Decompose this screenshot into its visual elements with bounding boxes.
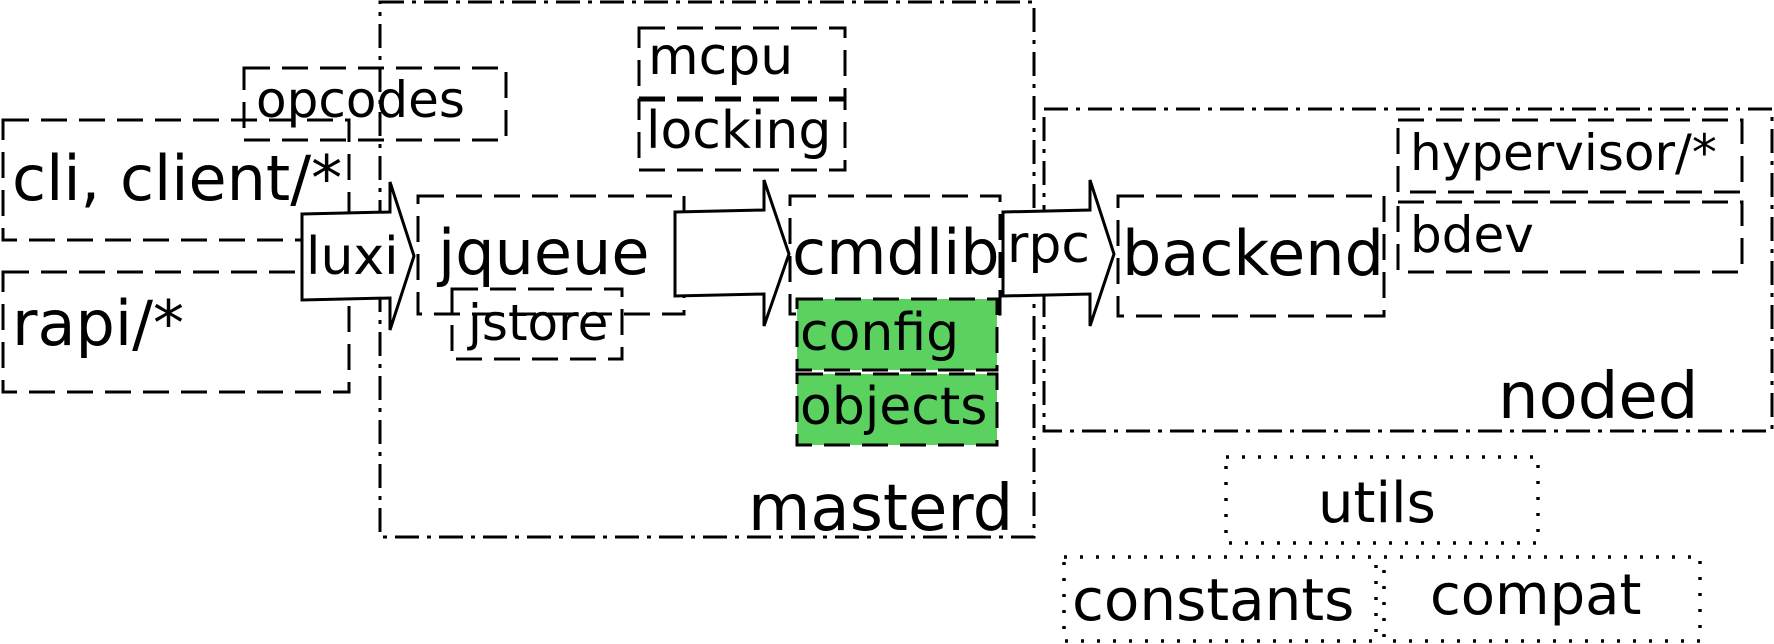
- config-box: [795, 297, 999, 372]
- constants-label: constants: [1072, 566, 1354, 634]
- cli-client-label: cli, client/*: [12, 142, 342, 215]
- locking-label: locking: [646, 101, 831, 161]
- utils-label: utils: [1318, 471, 1436, 536]
- cmdlib-label: cmdlib: [792, 216, 1000, 289]
- cli-client-box: [1, 118, 351, 242]
- config-label: config: [800, 303, 959, 363]
- backend-label: backend: [1122, 217, 1384, 290]
- noded-label: noded: [1498, 360, 1698, 434]
- rpc-label: rpc: [1007, 215, 1090, 275]
- bdev-label: bdev: [1410, 206, 1534, 264]
- hypervisor-label: hypervisor/*: [1410, 124, 1717, 182]
- bdev-box: [1396, 200, 1744, 274]
- utils-box: [1224, 455, 1540, 545]
- jstore-box: [450, 287, 624, 361]
- cmdlib-arrow: [673, 179, 791, 327]
- masterd-container: [378, 0, 1036, 539]
- opcodes-label: opcodes: [256, 71, 465, 129]
- constants-box: [1062, 555, 1378, 643]
- jstore-label: jstore: [467, 294, 608, 352]
- objects-label: objects: [800, 377, 987, 437]
- masterd-label: masterd: [748, 472, 1013, 546]
- luxi-label: luxi: [306, 227, 399, 287]
- objects-box: [795, 372, 999, 447]
- jqueue-label: jqueue: [436, 216, 649, 289]
- backend-box: [1116, 194, 1386, 318]
- rapi-label: rapi/*: [12, 287, 184, 360]
- mcpu-box: [637, 26, 847, 100]
- compat-label: compat: [1430, 563, 1641, 628]
- rapi-box: [1, 270, 351, 394]
- opcodes-box: [242, 66, 508, 142]
- luxi-arrow: [300, 181, 416, 331]
- mcpu-label: mcpu: [648, 27, 793, 87]
- locking-box: [637, 98, 847, 172]
- hypervisor-box: [1396, 118, 1744, 194]
- rpc-arrow: [1001, 179, 1116, 327]
